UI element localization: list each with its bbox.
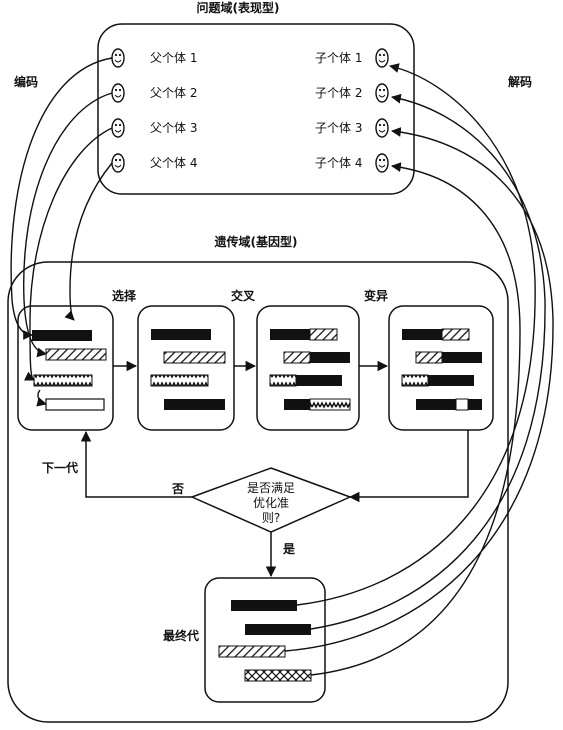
chromosome-bar bbox=[309, 398, 351, 411]
flow-arrow bbox=[348, 430, 469, 503]
decision-text-line2: 优化准 bbox=[253, 496, 289, 510]
encode-arrow bbox=[36, 389, 47, 407]
parent-face-icon bbox=[111, 83, 125, 103]
chromosome-bar bbox=[401, 374, 429, 387]
parent-face-icon bbox=[111, 118, 125, 138]
genetic-domain-title: 遗传域(基因型) bbox=[214, 234, 298, 249]
chromosome-bar bbox=[231, 600, 297, 611]
parent-label: 父个体 2 bbox=[150, 86, 197, 100]
encode-arrow bbox=[22, 92, 113, 358]
chromosome-bar bbox=[310, 352, 350, 363]
encode-arrow bbox=[23, 127, 113, 381]
genetic-domain-box bbox=[7, 261, 509, 723]
population-box-selected bbox=[137, 305, 235, 431]
chromosome-bar bbox=[309, 328, 338, 341]
stage-select-label: 选择 bbox=[112, 288, 137, 303]
chromosome-bar bbox=[269, 374, 297, 387]
chromosome-bar bbox=[415, 351, 443, 364]
decision-text-line1: 是否满足 bbox=[247, 481, 295, 495]
mutated-gene bbox=[455, 398, 469, 411]
stage-mutation-label: 变异 bbox=[364, 288, 388, 303]
chromosome-bar bbox=[283, 351, 311, 364]
chromosome-bar bbox=[32, 330, 92, 341]
chromosome-bar bbox=[468, 399, 482, 410]
problem-domain-title: 问题域(表现型) bbox=[197, 0, 280, 15]
final-generation-box bbox=[204, 577, 326, 703]
chromosome-bar bbox=[150, 374, 209, 387]
decode-arrow bbox=[310, 93, 546, 630]
chromosome-bar bbox=[416, 399, 456, 410]
chromosome-bar bbox=[45, 348, 107, 361]
child-face-icon bbox=[375, 83, 389, 103]
child-label: 子个体 2 bbox=[315, 86, 362, 100]
chromosome-bar bbox=[151, 329, 211, 340]
chromosome-bar bbox=[218, 645, 286, 658]
chromosome-bar bbox=[428, 375, 474, 386]
yes-label: 是 bbox=[282, 542, 296, 556]
decision-text-line3: 则? bbox=[262, 511, 280, 525]
chromosome-bar bbox=[244, 669, 312, 682]
decode-arrow bbox=[296, 63, 536, 606]
child-label: 子个体 4 bbox=[315, 156, 362, 170]
child-label: 子个体 3 bbox=[315, 121, 362, 135]
parent-label: 父个体 1 bbox=[150, 51, 197, 65]
chromosome-bar bbox=[270, 329, 310, 340]
chromosome-bar bbox=[296, 375, 342, 386]
decode-label: 解码 bbox=[508, 74, 532, 89]
no-label: 否 bbox=[171, 482, 184, 496]
decode-arrow bbox=[284, 127, 554, 652]
chromosome-bar bbox=[442, 352, 482, 363]
parent-face-icon bbox=[111, 48, 125, 68]
parent-face-icon bbox=[111, 153, 125, 173]
population-box-initial bbox=[17, 305, 114, 431]
chromosome-bar bbox=[33, 374, 93, 387]
population-box-crossover bbox=[256, 305, 360, 431]
child-face-icon bbox=[375, 153, 389, 173]
stage-crossover-label: 交叉 bbox=[231, 288, 256, 303]
parent-label: 父个体 4 bbox=[150, 156, 197, 170]
next-generation-label: 下一代 bbox=[42, 460, 78, 475]
chromosome-bar bbox=[284, 399, 310, 410]
chromosome-bar bbox=[441, 328, 470, 341]
child-face-icon bbox=[375, 48, 389, 68]
chromosome-bar bbox=[45, 398, 105, 411]
problem-domain-box bbox=[97, 23, 415, 195]
final-generation-label: 最终代 bbox=[163, 628, 199, 643]
population-box-mutation bbox=[388, 305, 494, 431]
child-label: 子个体 1 bbox=[315, 51, 362, 65]
chromosome-bar bbox=[245, 624, 311, 635]
chromosome-bar bbox=[164, 399, 225, 410]
loop-back-arrow bbox=[80, 430, 192, 498]
encode-arrow bbox=[64, 162, 113, 321]
encode-arrow bbox=[10, 57, 113, 340]
parent-label: 父个体 3 bbox=[150, 121, 197, 135]
chromosome-bar bbox=[402, 329, 442, 340]
chromosome-bar bbox=[163, 351, 226, 364]
decode-arrow bbox=[310, 162, 521, 676]
encode-label: 编码 bbox=[13, 74, 38, 89]
child-face-icon bbox=[375, 118, 389, 138]
